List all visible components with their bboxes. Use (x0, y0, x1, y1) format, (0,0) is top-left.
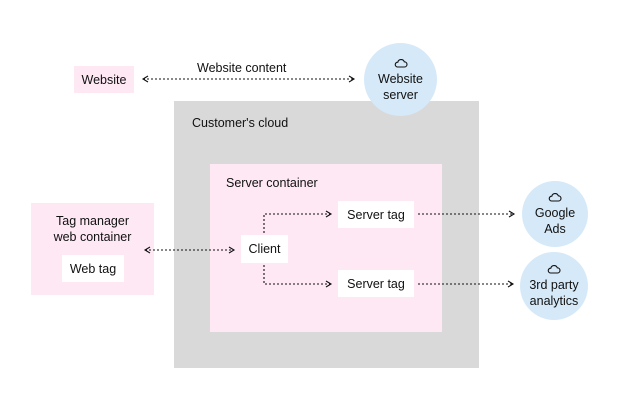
cloud-icon (394, 58, 408, 68)
cloud-icon (547, 265, 561, 274)
google-ads-node: Google Ads (522, 181, 588, 247)
website-server-label-2: server (383, 87, 418, 102)
cloud-icon (548, 193, 562, 202)
google-ads-label-1: Google (534, 206, 576, 220)
tag-manager-label-2: web container (53, 230, 132, 244)
server-tag-top-box: Server tag (338, 201, 414, 228)
server-tag-bottom-box: Server tag (338, 270, 414, 297)
website-content-label: Website content (197, 61, 287, 75)
tag-manager-label: Tag manager web container (31, 213, 154, 245)
tag-manager-label-1: Tag manager (56, 214, 129, 228)
web-tag-box: Web tag (62, 255, 124, 282)
website-server-node: Website server (364, 43, 437, 116)
website-server-label-1: Website (378, 71, 423, 86)
google-ads-label-2: Ads (544, 222, 566, 236)
client-server-tag-top-connector (263, 210, 333, 233)
client-box: Client (241, 235, 288, 263)
customers-cloud-label: Customer's cloud (192, 116, 289, 130)
server-container-label: Server container (226, 176, 318, 190)
analytics-node: 3rd party analytics (520, 252, 588, 320)
website-box: Website (74, 66, 134, 93)
analytics-label-2: analytics (529, 294, 579, 308)
client-server-tag-bottom-connector (263, 265, 333, 288)
analytics-label-1: 3rd party (529, 278, 579, 292)
